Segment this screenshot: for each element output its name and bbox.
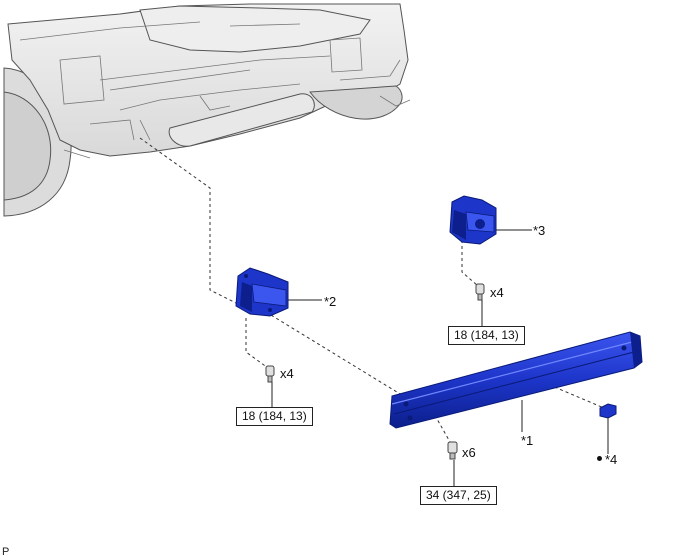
left-bumper-bracket — [235, 267, 289, 317]
dashed-leader-lines — [139, 137, 605, 443]
callout-left-bracket: *2 — [324, 294, 337, 309]
reinforcement-cap — [599, 403, 617, 419]
qty-left-bolts: x4 — [280, 366, 294, 381]
vehicle-rear-body — [3, 3, 409, 217]
callout-right-bracket: *3 — [533, 223, 546, 238]
callout-bullet — [597, 456, 602, 461]
qty-bar-bolts: x6 — [462, 445, 476, 460]
footer-code: P — [2, 546, 10, 558]
qty-right-bolts: x4 — [490, 285, 504, 300]
callout-cap: *4 — [605, 452, 618, 467]
bolt-reinforcement — [447, 441, 458, 460]
bolt-right-bracket — [475, 283, 485, 301]
torque-left-bracket: 18 (184, 13) — [236, 407, 313, 427]
vehicle-detail-lines — [19, 21, 411, 159]
right-bumper-bracket — [449, 195, 497, 245]
rear-bumper-reinforcement — [389, 331, 643, 429]
bolt-left-bracket — [265, 365, 275, 383]
torque-right-bracket: 18 (184, 13) — [448, 326, 525, 346]
torque-reinforcement: 34 (347, 25) — [420, 486, 497, 506]
callout-reinforcement: *1 — [521, 433, 534, 448]
callout-lines — [271, 229, 609, 486]
